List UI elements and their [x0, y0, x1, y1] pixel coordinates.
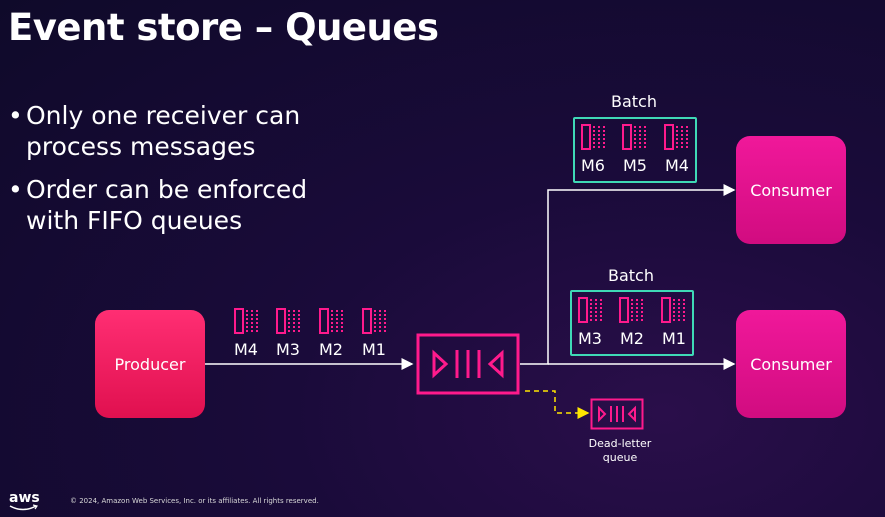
message-label: M1 [362, 340, 386, 359]
bullet-1-line-1: Only one receiver can [26, 101, 301, 130]
dead-letter-queue-label: Dead-letter queue [580, 437, 660, 465]
bullet-dot: • [8, 175, 23, 204]
batch-label: Batch [611, 92, 657, 111]
consumer-label: Consumer [750, 354, 832, 374]
bullet-1-line-2: process messages [26, 132, 256, 161]
message-icon [661, 297, 685, 323]
consumer-box-1: Consumer [736, 136, 846, 244]
message-icon [234, 308, 258, 334]
message-icon [319, 308, 343, 334]
consumer-box-2: Consumer [736, 310, 846, 418]
bullet-dot: • [8, 101, 23, 130]
batch-label: Batch [608, 266, 654, 285]
producer-messages: M4 M3 M2 M1 [230, 306, 400, 362]
message-label: M4 [234, 340, 258, 359]
message-label: M3 [578, 329, 602, 348]
message-icon [362, 308, 386, 334]
consumer-label: Consumer [750, 180, 832, 200]
bullet-2-line-1: Order can be enforced [26, 175, 308, 204]
queue-to-consumer-1-arrow [520, 184, 736, 365]
queue-to-dlq-arrow [525, 390, 590, 419]
message-icon [619, 297, 643, 323]
copyright-footer: © 2024, Amazon Web Services, Inc. or its… [70, 497, 319, 505]
message-label: M5 [623, 156, 647, 175]
message-icon [622, 124, 646, 150]
page-title: Event store – Queues [8, 6, 439, 49]
producer-label: Producer [114, 354, 186, 374]
message-label: M2 [319, 340, 343, 359]
message-label: M2 [620, 329, 644, 348]
message-label: M4 [665, 156, 689, 175]
message-icon [578, 297, 602, 323]
message-icon [581, 124, 605, 150]
queue-icon [416, 333, 520, 395]
producer-box: Producer [95, 310, 205, 418]
dead-letter-queue-icon [590, 398, 644, 430]
message-icon [276, 308, 300, 334]
message-icon [664, 124, 688, 150]
batch-box: M6 M5 M4 [573, 117, 697, 183]
aws-logo: aws [9, 490, 40, 511]
message-label: M1 [662, 329, 686, 348]
batch-box: M3 M2 M1 [570, 290, 694, 356]
dlq-label-line-2: queue [602, 451, 638, 464]
dlq-label-line-1: Dead-letter [588, 437, 652, 450]
message-label: M6 [581, 156, 605, 175]
bullet-2-line-2: with FIFO queues [26, 206, 243, 235]
message-label: M3 [276, 340, 300, 359]
